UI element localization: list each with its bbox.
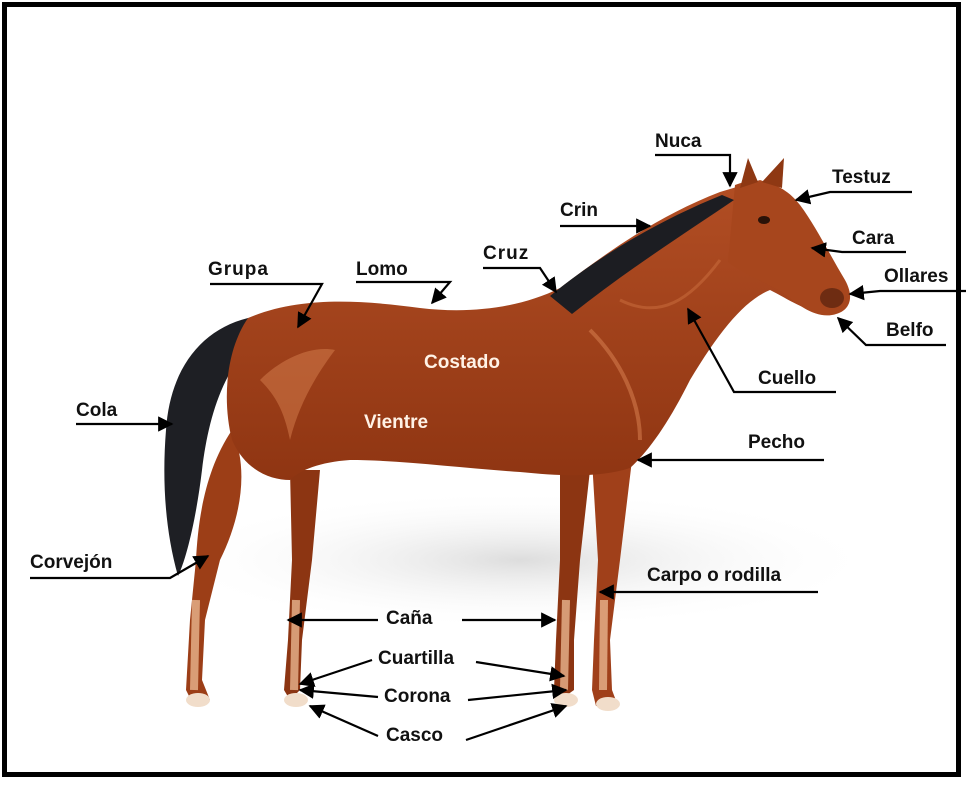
- label-nuca: Nuca: [655, 131, 701, 153]
- hoof-4: [596, 697, 620, 711]
- label-cara: Cara: [852, 228, 894, 250]
- leg-highlight-1: [294, 600, 296, 690]
- leg-highlight-4: [603, 600, 604, 690]
- leader-cruz: [483, 268, 556, 292]
- leg-highlight-2: [194, 600, 196, 690]
- leader-nuca: [655, 155, 730, 186]
- hoof-1: [284, 693, 308, 707]
- label-belfo: Belfo: [886, 320, 934, 342]
- label-cola: Cola: [76, 400, 117, 422]
- label-crin: Crin: [560, 200, 598, 222]
- leader-corona-right: [468, 690, 566, 700]
- leader-corona-left: [300, 690, 378, 697]
- label-grupa: Grupa: [208, 259, 269, 281]
- label-vientre: Vientre: [364, 412, 428, 434]
- muzzle: [820, 288, 844, 308]
- label-corona: Corona: [384, 686, 451, 708]
- leader-cuartilla-left: [300, 660, 372, 684]
- leader-casco-right: [466, 706, 566, 740]
- hoof-2: [186, 693, 210, 707]
- leader-lomo: [356, 282, 450, 303]
- label-costado: Costado: [424, 352, 500, 374]
- leg-highlight-3: [564, 600, 566, 690]
- leader-cuartilla-right: [476, 662, 564, 676]
- leader-casco-left: [310, 706, 378, 736]
- label-pecho: Pecho: [748, 432, 805, 454]
- label-cuartilla: Cuartilla: [378, 648, 454, 670]
- leader-testuz: [796, 192, 912, 200]
- label-casco: Casco: [386, 725, 443, 747]
- label-lomo: Lomo: [356, 259, 408, 281]
- label-carpo: Carpo o rodilla: [647, 565, 781, 587]
- label-testuz: Testuz: [832, 167, 891, 189]
- label-cruz: Cruz: [483, 243, 529, 265]
- leader-ollares: [850, 291, 966, 294]
- ground-shadow: [160, 490, 880, 630]
- label-cuello: Cuello: [758, 368, 816, 390]
- label-ollares: Ollares: [884, 266, 948, 288]
- hoof-3: [554, 693, 578, 707]
- eye: [758, 216, 770, 224]
- label-cana: Caña: [386, 608, 432, 630]
- label-corvejon: Corvejón: [30, 552, 112, 574]
